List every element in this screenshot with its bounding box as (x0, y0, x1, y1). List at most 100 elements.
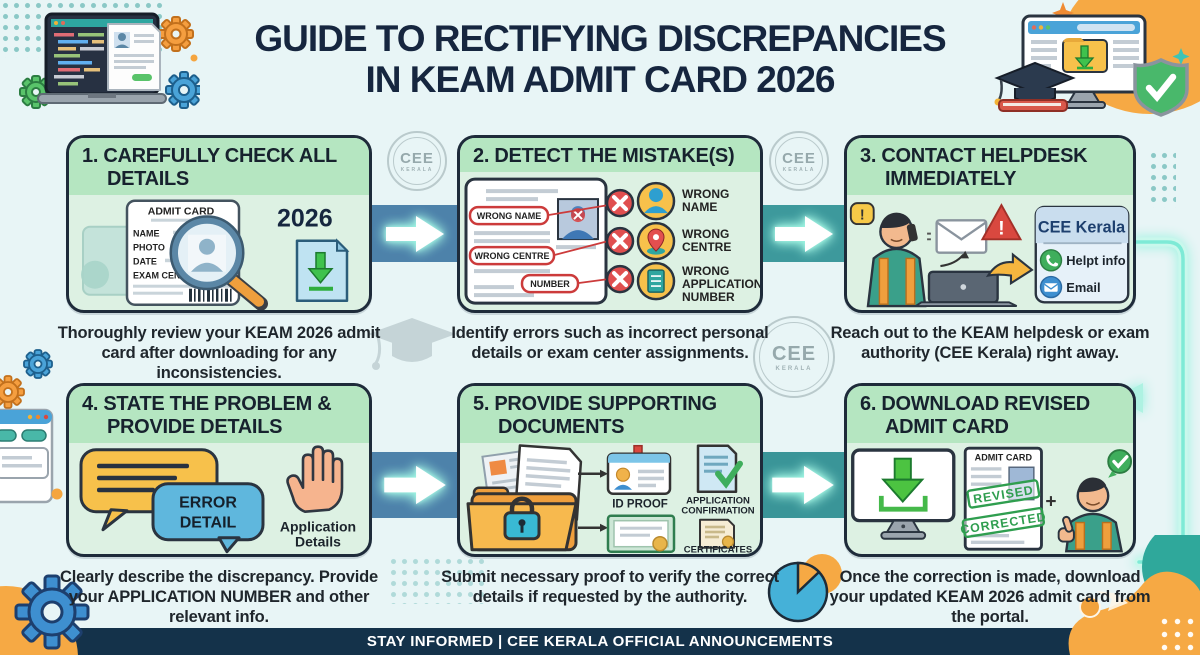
panel-title: CEE Kerala (1038, 218, 1126, 236)
gear-icon (158, 16, 194, 52)
step-3-caption: Reach out to the KEAM helpdesk or exam a… (830, 324, 1150, 363)
wrong-centre-icon (636, 221, 676, 261)
step-3-cell: 3. CONTACT HELPDESK IMMEDIATELY ! (831, 135, 1150, 363)
laptop-icon (912, 270, 1018, 307)
pie-chart-icon (767, 554, 842, 623)
stamp-text: CEE (771, 342, 817, 365)
step-4-card: 4. STATE THE PROBLEM & PROVIDE DETAILS (66, 383, 372, 557)
gear-icon (0, 375, 25, 409)
admit-card-title: ADMIT CARD (148, 205, 215, 217)
step-4-heading: 4. STATE THE PROBLEM & PROVIDE DETAILS (69, 386, 369, 443)
stamp-text: CEE (782, 149, 816, 167)
certificates-icon (699, 518, 735, 549)
stamp-subtext: KERALA (775, 365, 813, 372)
error-detail-line1: ERROR (179, 494, 237, 511)
step-6-cell: 6. DOWNLOAD REVISED ADMIT CARD (830, 383, 1151, 627)
monitor-download-icon (851, 448, 956, 540)
step-4-illustration: ERROR DETAIL Application Details (69, 443, 369, 554)
step-5-cell: 5. PROVIDE SUPPORTING DOCUMENTS (441, 383, 779, 607)
state-problem-illustration: ERROR DETAIL Application Details (79, 444, 356, 553)
sparkle-icon (1172, 48, 1190, 65)
yellow-arrow-icon (985, 252, 1034, 285)
page-title-line2: IN KEAM ADMIT CARD 2026 (365, 59, 835, 101)
step-5-illustration: ID PROOF APPLICATION CONFIRMATION (460, 443, 760, 554)
step-4-cell: 4. STATE THE PROBLEM & PROVIDE DETAILS (60, 383, 378, 627)
hand-icon (286, 444, 344, 513)
chat-bubble-blue-icon: ERROR DETAIL (151, 481, 265, 553)
resume-doc-icon (107, 23, 161, 91)
gear-icon (14, 574, 90, 650)
contact-email-label: Email (1066, 279, 1100, 294)
cee-kerala-panel: CEE Kerala Helpt info Email (1034, 205, 1130, 304)
thumb-up-icon (1057, 515, 1075, 543)
flow-arrow-band (759, 452, 847, 518)
dot-grid-orange-blob (1158, 615, 1200, 653)
right-arrow-icon (384, 465, 446, 505)
contact-phone-label: Helpt info (1066, 253, 1125, 268)
monitor-download-decoration (994, 0, 1200, 117)
locked-folder-icon (466, 486, 578, 551)
svg-text:CENTRE: CENTRE (682, 240, 731, 254)
step-5-card: 5. PROVIDE SUPPORTING DOCUMENTS (457, 383, 763, 557)
right-arrow-icon (775, 215, 833, 252)
admit-card-title: ADMIT CARD (975, 452, 1033, 462)
gear-icon (165, 71, 200, 109)
step-2-card: 2. DETECT THE MISTAKE(S) (457, 135, 763, 313)
error-tags: WRONG NAME WRONG CENTRE NUMBER (468, 205, 580, 294)
step-1-card: 1. CAREFULLY CHECK ALL DETAILS ADMIT CAR… (66, 135, 372, 313)
supporting-documents-illustration: ID PROOF APPLICATION CONFIRMATION (466, 443, 755, 554)
bottom-left-decoration (0, 574, 90, 655)
svg-text:WRONG: WRONG (682, 187, 729, 201)
revised-stamp: REVISED (966, 478, 1041, 509)
step-2-caption: Identify errors such as incorrect person… (451, 324, 769, 363)
flow-arrow-band (370, 452, 460, 518)
step-5-heading: 5. PROVIDE SUPPORTING DOCUMENTS (460, 386, 760, 443)
footer-text: STAY INFORMED | CEE KERALA OFFICIAL ANNO… (366, 633, 834, 650)
year-text: 2026 (277, 204, 333, 232)
step-1-heading: 1. CAREFULLY CHECK ALL DETAILS (69, 138, 369, 195)
step-1-caption: Thoroughly review your KEAM 2026 admit c… (57, 324, 381, 383)
dot-grid-bottom (388, 556, 484, 604)
download-revised-illustration: ADMIT CARD REVISED CORRECTED + (851, 446, 1133, 552)
dot-grid-right (1148, 150, 1176, 208)
envelope-alert-icon: ! (927, 202, 1023, 254)
flow-arrow-band (761, 205, 847, 262)
error-detail-line2: DETAIL (180, 514, 237, 531)
step-6-caption: Once the correction is made, download yo… (829, 568, 1151, 627)
step-3-heading: 3. CONTACT HELPDESK IMMEDIATELY (847, 138, 1133, 195)
tag-number: NUMBER (530, 279, 570, 289)
error-x-icons (605, 188, 635, 294)
confirmation-label-line2: CONFIRMATION (681, 505, 754, 516)
step-6-heading: 6. DOWNLOAD REVISED ADMIT CARD (847, 386, 1133, 443)
step-6-illustration: ADMIT CARD REVISED CORRECTED + (847, 443, 1133, 554)
svg-text:APPLICATION: APPLICATION (682, 277, 760, 291)
photo-with-error-icon (557, 197, 599, 240)
grad-cap-watermark-icon (368, 318, 456, 370)
step-1-cell: 1. CAREFULLY CHECK ALL DETAILS ADMIT CAR… (58, 135, 380, 383)
admit-card-check-illustration: ADMIT CARD NAME PHOTO DATE EXAM CENTRE 2… (81, 199, 350, 310)
field-name: NAME (133, 228, 160, 238)
svg-text:NAME: NAME (682, 200, 717, 214)
browser-window-decoration (0, 349, 63, 504)
mistake-detection-illustration: WRONG NAME WRONG CENTRE NUMBER (464, 177, 760, 305)
gear-icon (23, 349, 53, 379)
svg-text:WRONG: WRONG (682, 264, 729, 278)
laptop-code-decoration (19, 12, 200, 109)
sparkle-icon (1052, 2, 1074, 24)
phone-icon (1039, 248, 1063, 272)
certificates-label: CERTIFICATES (684, 544, 752, 554)
right-arrow-icon (772, 465, 834, 505)
alert-badge-icon: ! (849, 201, 875, 225)
application-confirmation-icon (696, 444, 743, 493)
tag-wrong-centre: WRONG CENTRE (475, 251, 550, 261)
svg-text:NUMBER: NUMBER (682, 290, 735, 304)
field-exam-centre: EXAM CENTRE (133, 270, 199, 280)
check-bubble-icon (1107, 448, 1133, 478)
application-details-line1: Application (280, 518, 356, 534)
contact-helpdesk-illustration: ! (849, 201, 1130, 307)
step-3-card: 3. CONTACT HELPDESK IMMEDIATELY ! (844, 135, 1136, 313)
field-photo: PHOTO (133, 242, 165, 252)
